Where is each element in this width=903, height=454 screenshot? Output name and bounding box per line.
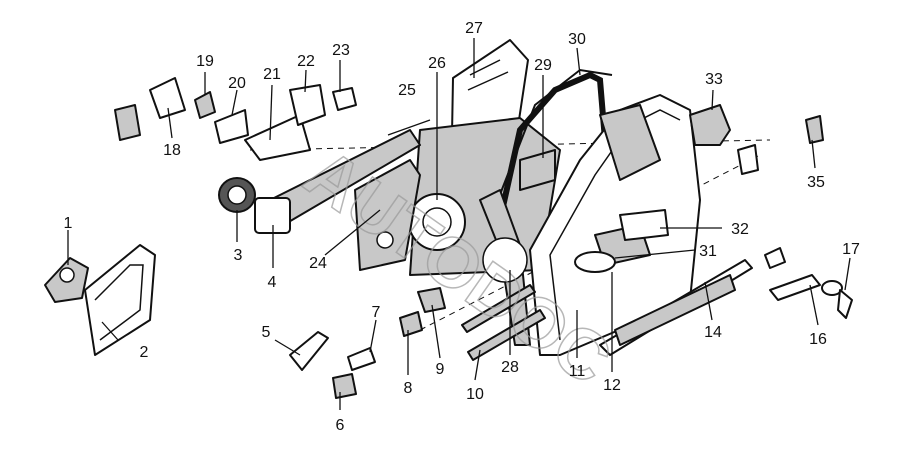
- lower-rods-part: [461, 284, 546, 361]
- part-number-19: 19: [196, 53, 214, 70]
- part-number-3: 3: [234, 247, 243, 264]
- leader-lines: [67, 38, 851, 410]
- handle-5-part: [289, 331, 329, 371]
- door-shell-part: [529, 94, 701, 356]
- part-number-35: 35: [807, 174, 825, 191]
- clip-6-part: [332, 373, 357, 399]
- door-seal-part: [489, 68, 613, 221]
- part-number-9: 9: [436, 361, 445, 378]
- window-channel-rod-part: [254, 119, 431, 234]
- part-number-23: 23: [332, 42, 350, 59]
- outside-handle-part: [764, 247, 821, 301]
- part-number-30: 30: [568, 31, 586, 48]
- part-number-29: 29: [534, 57, 552, 74]
- part-number-12: 12: [603, 377, 621, 394]
- part-number-1: 1: [64, 215, 73, 232]
- sill-strip-part: [599, 259, 753, 356]
- part-number-10: 10: [466, 386, 484, 403]
- inner-panel-part: [354, 159, 421, 271]
- clip-7-part: [347, 347, 376, 371]
- part-number-11: 11: [569, 363, 586, 380]
- part-number-2: 2: [140, 344, 149, 361]
- part-number-33: 33: [705, 71, 723, 88]
- part-number-32: 32: [731, 221, 749, 238]
- part-number-14: 14: [704, 324, 722, 341]
- window-regulator-part: [44, 244, 156, 356]
- door-handle-plate-part: [574, 209, 669, 273]
- bracket-9-part: [417, 287, 446, 313]
- regulator-track-part: [479, 189, 531, 346]
- part-number-31: 31: [699, 243, 717, 260]
- striker-35-part: [805, 115, 824, 144]
- clip-8-part: [399, 311, 423, 337]
- part-number-7: 7: [372, 304, 381, 321]
- part-number-16: 16: [809, 331, 827, 348]
- part-number-20: 20: [228, 75, 246, 92]
- part-number-8: 8: [404, 380, 413, 397]
- part-number-18: 18: [163, 142, 181, 159]
- part-number-26: 26: [428, 55, 446, 72]
- window-glass-part: [451, 39, 529, 141]
- door-latch-part: [689, 104, 759, 175]
- key-cylinder-part: [821, 280, 853, 319]
- part-number-4: 4: [268, 274, 277, 291]
- lock-cylinder-part: [218, 177, 256, 213]
- part-number-28: 28: [501, 359, 519, 376]
- part-number-27: 27: [465, 20, 483, 37]
- part-number-17: 17: [842, 241, 860, 258]
- part-number-24: 24: [309, 255, 327, 272]
- part-number-labels: 1 2 3 4 5 6 7 8 9 10 11 12 14 16 17 18 1…: [64, 20, 860, 434]
- part-number-5: 5: [262, 324, 271, 341]
- part-number-25: 25: [398, 82, 416, 99]
- part-number-22: 22: [297, 53, 315, 70]
- part-number-21: 21: [263, 66, 281, 83]
- part-number-6: 6: [336, 417, 345, 434]
